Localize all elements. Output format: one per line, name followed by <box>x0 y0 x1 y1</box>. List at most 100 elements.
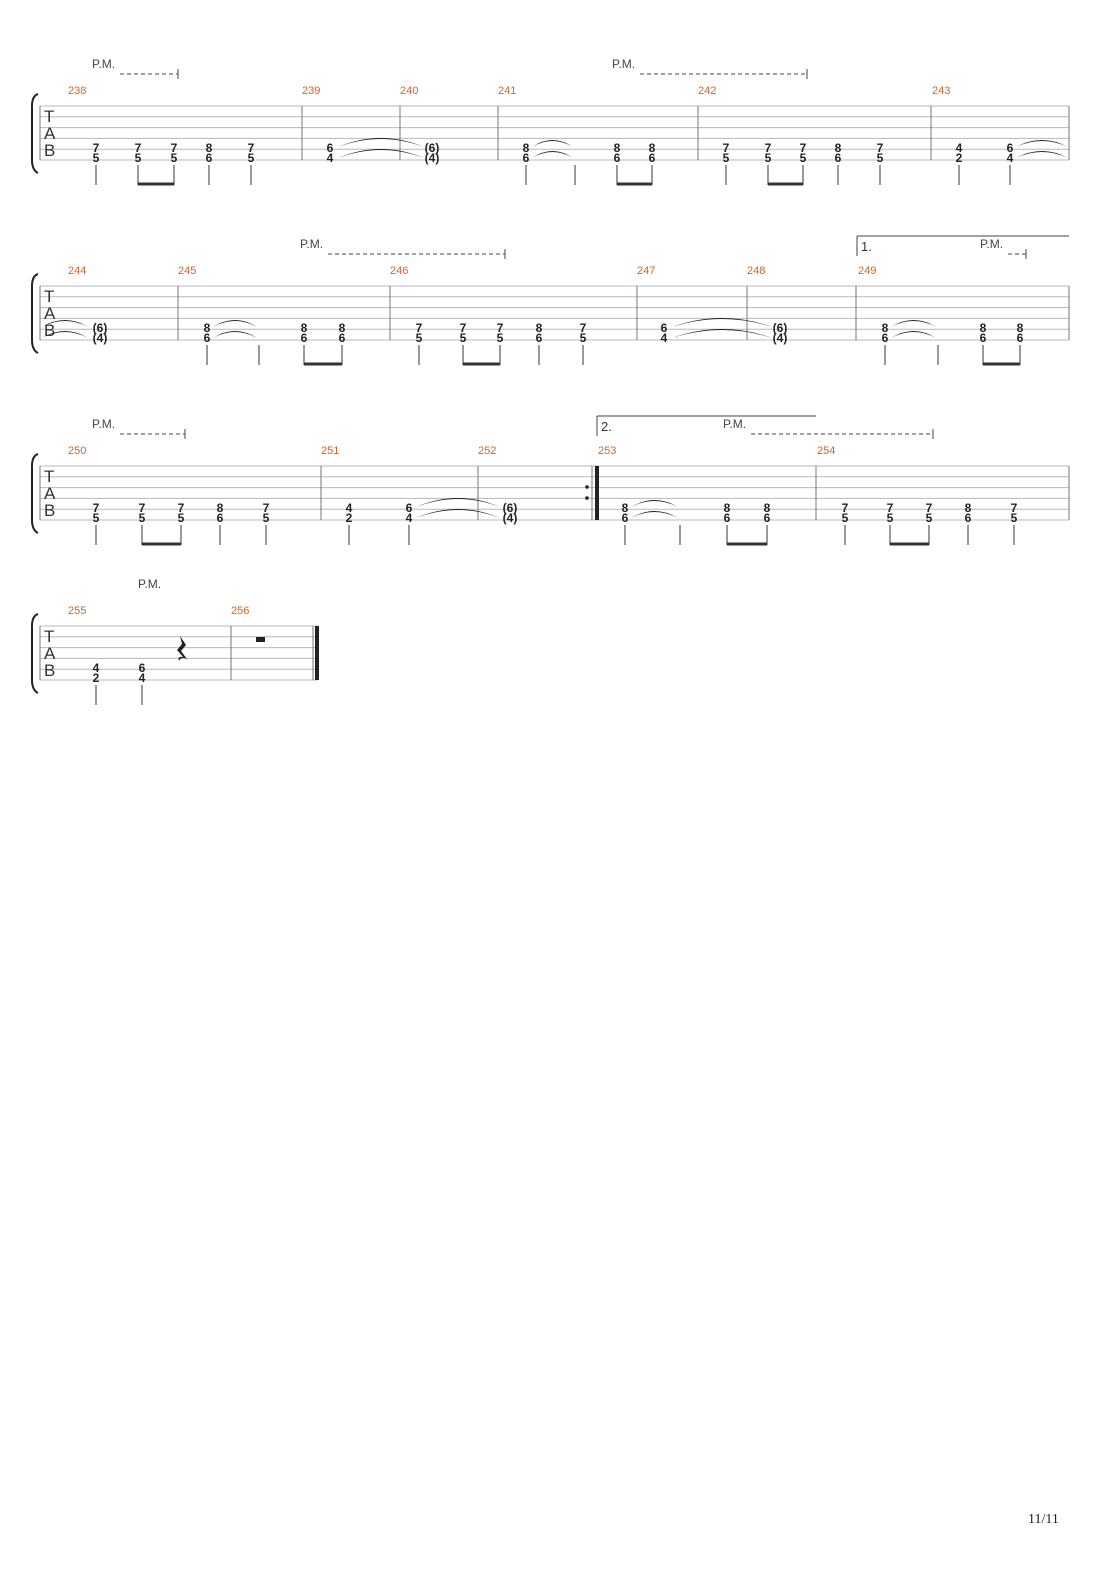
fret-number: 8 <box>339 321 346 335</box>
fret-number: 2 <box>93 671 100 685</box>
fret-number: 6 <box>724 511 731 525</box>
measure-number: 254 <box>817 445 835 457</box>
measure-number: 238 <box>68 85 86 97</box>
tie-arc <box>672 318 772 327</box>
fret-number: 6 <box>1017 331 1024 345</box>
fret-number: 5 <box>93 151 100 165</box>
measure-number: 253 <box>598 445 616 457</box>
fret-number: 8 <box>1017 321 1024 335</box>
fret-number: 8 <box>217 501 224 515</box>
fret-number: 6 <box>835 151 842 165</box>
fret-number: 7 <box>497 321 504 335</box>
fret-number: 8 <box>536 321 543 335</box>
volta-label: 2. <box>601 419 612 434</box>
fret-number: 8 <box>980 321 987 335</box>
tie-arc <box>532 140 573 147</box>
final-barline-thick <box>315 626 319 680</box>
measure-number: 242 <box>698 85 716 97</box>
fret-number: 5 <box>248 151 255 165</box>
fret-number: (4) <box>503 511 518 525</box>
fret-number: 6 <box>206 151 213 165</box>
fret-number: 6 <box>139 661 146 675</box>
fret-number: 5 <box>93 511 100 525</box>
fret-number: 5 <box>139 511 146 525</box>
fret-number: 4 <box>1007 151 1014 165</box>
repeat-dot <box>585 485 589 489</box>
clef-letter-b: B <box>44 141 55 160</box>
measure-number: 252 <box>478 445 496 457</box>
fret-number: 8 <box>622 501 629 515</box>
quarter-rest <box>177 636 187 661</box>
fret-number: 4 <box>956 141 963 155</box>
fret-number: 6 <box>301 331 308 345</box>
measure-number: 245 <box>178 265 196 277</box>
measure-number: 240 <box>400 85 418 97</box>
system-bracket <box>31 613 39 694</box>
fret-number: (6) <box>773 321 788 335</box>
half-rest <box>256 637 265 642</box>
tie-arc <box>42 320 88 327</box>
repeat-dot <box>585 496 589 500</box>
clef-letter-a: A <box>44 124 56 143</box>
fret-number: 2 <box>956 151 963 165</box>
fret-number: 5 <box>877 151 884 165</box>
fret-number: 5 <box>460 331 467 345</box>
fret-number: (6) <box>93 321 108 335</box>
tie-arc <box>416 509 500 518</box>
clef-letter-a: A <box>44 484 56 503</box>
fret-number: 7 <box>877 141 884 155</box>
fret-number: 7 <box>460 321 467 335</box>
fret-number: 6 <box>622 511 629 525</box>
fret-number: 6 <box>204 331 211 345</box>
fret-number: 6 <box>882 331 889 345</box>
fret-number: 5 <box>926 511 933 525</box>
measure-number: 249 <box>858 265 876 277</box>
fret-number: 8 <box>724 501 731 515</box>
tie-arc <box>338 138 424 147</box>
measure-number: 244 <box>68 265 86 277</box>
page-number: 11/11 <box>1028 1512 1059 1527</box>
fret-number: 6 <box>536 331 543 345</box>
fret-number: 6 <box>327 141 334 155</box>
tie-arc <box>631 500 678 507</box>
tie-arc <box>631 511 678 518</box>
palm-mute-label: P.M. <box>92 417 115 431</box>
tie-arc <box>416 498 500 507</box>
measure-number: 251 <box>321 445 339 457</box>
fret-number: 7 <box>887 501 894 515</box>
fret-number: 8 <box>301 321 308 335</box>
clef-letter-b: B <box>44 321 55 340</box>
fret-number: 7 <box>171 141 178 155</box>
palm-mute-label: P.M. <box>723 417 746 431</box>
fret-number: (6) <box>425 141 440 155</box>
fret-number: 6 <box>339 331 346 345</box>
palm-mute-label: P.M. <box>980 237 1003 251</box>
fret-number: 8 <box>649 141 656 155</box>
system-bracket <box>31 273 39 354</box>
fret-number: 6 <box>980 331 987 345</box>
fret-number: (4) <box>773 331 788 345</box>
clef-letter-t: T <box>44 467 54 486</box>
measure-number: 256 <box>231 605 249 617</box>
palm-mute-label: P.M. <box>300 237 323 251</box>
fret-number: 5 <box>497 331 504 345</box>
clef-letter-t: T <box>44 627 54 646</box>
fret-number: 4 <box>661 331 668 345</box>
fret-number: 5 <box>171 151 178 165</box>
measure-number: 248 <box>747 265 765 277</box>
fret-number: 6 <box>406 501 413 515</box>
palm-mute-label: P.M. <box>92 57 115 71</box>
fret-number: 6 <box>614 151 621 165</box>
tie-arc <box>532 151 573 158</box>
fret-number: 7 <box>926 501 933 515</box>
fret-number: 8 <box>206 141 213 155</box>
fret-number: 4 <box>93 661 100 675</box>
fret-number: 6 <box>965 511 972 525</box>
fret-number: 7 <box>93 141 100 155</box>
fret-number: 5 <box>416 331 423 345</box>
fret-number: 5 <box>723 151 730 165</box>
fret-number: 6 <box>764 511 771 525</box>
clef-letter-a: A <box>44 304 56 323</box>
clef-letter-t: T <box>44 287 54 306</box>
